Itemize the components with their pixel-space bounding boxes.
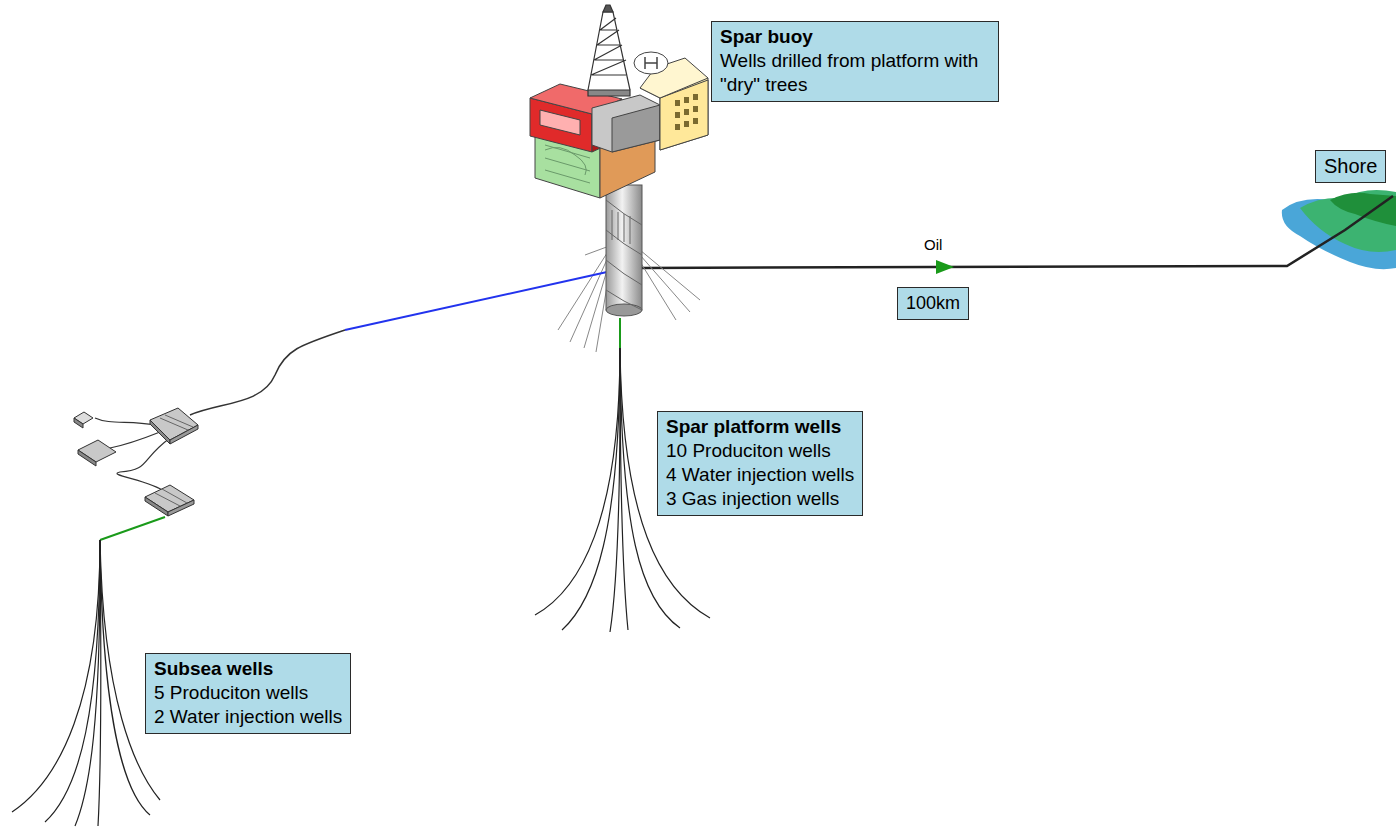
callout-box: Spar buoyWells drilled from platform wit… — [711, 21, 999, 102]
flow-arrow — [936, 260, 954, 274]
callout-text: Shore — [1324, 154, 1377, 178]
subsea-template — [74, 408, 198, 516]
callout-text: 10 Produciton wells — [666, 439, 854, 463]
flow-label: Oil — [922, 236, 944, 253]
callout-box: Spar platform wells10 Produciton wells4 … — [657, 411, 863, 516]
callout-text: 3 Gas injection wells — [666, 487, 854, 511]
subsea-wellbores — [12, 540, 160, 826]
callout-heading: Subsea wells — [154, 657, 342, 681]
spar-hull — [606, 185, 642, 316]
callout-text: 100km — [906, 291, 960, 315]
callout-heading: Spar buoy — [720, 25, 990, 49]
flowline — [190, 330, 345, 415]
callout-box: Subsea wells5 Produciton wells2 Water in… — [145, 653, 351, 734]
callout-text: 4 Water injection wells — [666, 463, 854, 487]
riser — [619, 318, 621, 348]
callout-text: Wells drilled from platform with "dry" t… — [720, 49, 990, 97]
riser — [100, 517, 165, 540]
location-box: Shore — [1315, 150, 1386, 183]
callout-text: 2 Water injection wells — [154, 705, 342, 729]
callout-heading: Spar platform wells — [666, 415, 854, 439]
helideck — [634, 52, 668, 74]
topsides — [530, 58, 708, 198]
derrick — [588, 5, 630, 96]
oil-pipeline — [640, 196, 1393, 268]
callout-text: 5 Produciton wells — [154, 681, 342, 705]
flowline — [345, 272, 607, 330]
distance-box: 100km — [897, 287, 969, 320]
